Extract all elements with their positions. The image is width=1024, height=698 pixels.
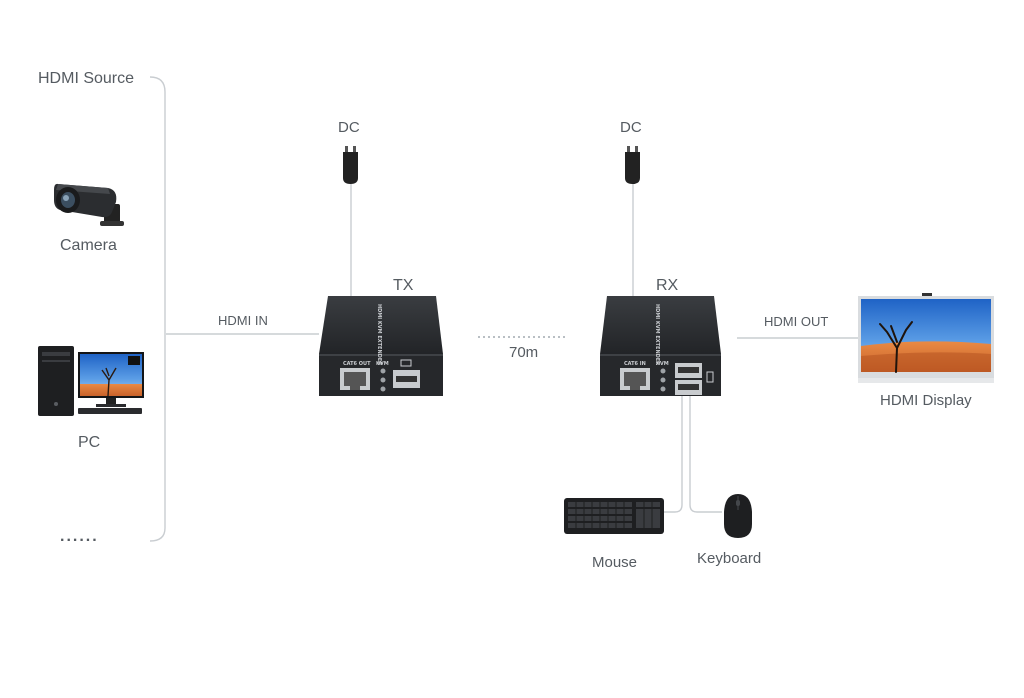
mouse-icon: [724, 494, 752, 538]
mouse-device-label: Keyboard: [697, 550, 761, 567]
keyboard-device-label: Mouse: [592, 554, 637, 571]
rx-power-label: DC: [620, 119, 642, 136]
tx-label: TX: [393, 277, 414, 294]
link-distance-label: 70m: [509, 344, 538, 361]
usb-cable-mouse: [689, 396, 722, 513]
svg-text:HDMI KVM EXTENDER: HDMI KVM EXTENDER: [376, 304, 382, 365]
tx-led-1: [380, 368, 386, 374]
camera-label: Camera: [60, 237, 117, 254]
tx-led-3: [380, 386, 386, 392]
rx-usb-port-bottom-icon: [675, 380, 702, 395]
rx-kvm-port-label: KVM: [656, 361, 669, 367]
rx-extender-device: HDMI KVM EXTENDER CAT6 IN KVM: [600, 296, 721, 396]
hdmi-display-label: HDMI Display: [880, 392, 972, 409]
tx-power-label: DC: [338, 119, 360, 136]
rx-power-adapter-icon: [625, 146, 640, 184]
pc-label: PC: [78, 434, 100, 451]
usb-symbol-icon: [400, 359, 412, 367]
hdmi-out-label: HDMI OUT: [764, 314, 828, 329]
tx-led-2: [380, 377, 386, 383]
rx-led-2: [660, 377, 666, 383]
security-camera-icon: [54, 183, 124, 226]
hdmi-in-label: HDMI IN: [218, 313, 268, 328]
tx-extender-device: HDMI KVM EXTENDER CAT6 OUT KVM: [319, 296, 443, 396]
source-group: HDMI Source Camera: [38, 70, 166, 545]
usb-cable-keyboard: [664, 396, 683, 513]
wires: [166, 184, 859, 513]
rx-usb-port-top-icon: [675, 363, 702, 378]
tv-display-icon: [858, 293, 994, 383]
source-group-title: HDMI Source: [38, 70, 134, 87]
tx-power-adapter-icon: [343, 146, 358, 184]
more-sources-ellipsis: ......: [60, 528, 99, 545]
rx-cat6-port-label: CAT6 IN: [624, 361, 646, 367]
tx-kvm-port-label: KVM: [376, 361, 389, 367]
rx-rj45-port-icon: [620, 368, 650, 390]
rx-label: RX: [656, 277, 679, 294]
rx-usb-symbol-icon: [706, 371, 714, 383]
tx-usb-port-icon: [393, 370, 420, 388]
keyboard-icon: [564, 498, 664, 534]
source-bracket: [149, 76, 166, 542]
desktop-pc-icon: [38, 346, 144, 416]
svg-text:HDMI KVM EXTENDER: HDMI KVM EXTENDER: [654, 304, 660, 365]
rx-led-3: [660, 386, 666, 392]
rx-led-1: [660, 368, 666, 374]
tx-cat6-port-label: CAT6 OUT: [343, 361, 371, 367]
tx-rj45-port-icon: [340, 368, 370, 390]
